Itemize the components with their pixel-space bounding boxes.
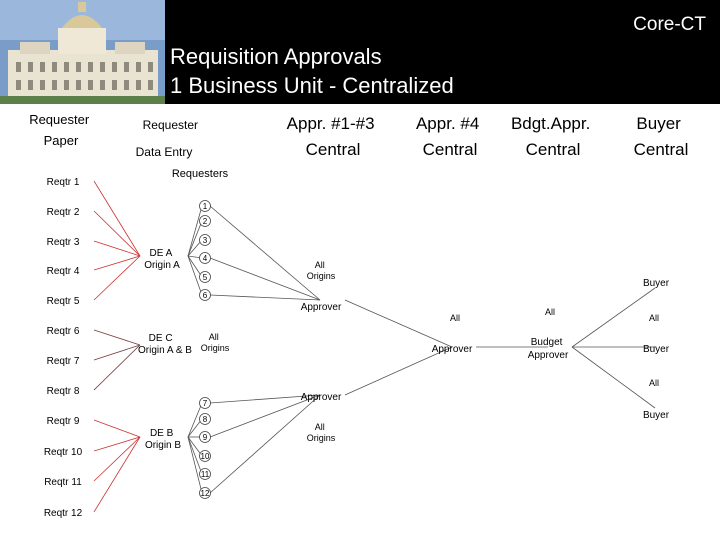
- requester-item: Reqtr 12: [44, 508, 83, 519]
- requester-item: Reqtr 7: [47, 356, 80, 367]
- column-header-budget-approver: Bdgt.Appr. Central: [511, 114, 595, 159]
- requesters-label: Requesters: [172, 168, 229, 180]
- approver-4-all: All: [450, 313, 460, 323]
- approver-top-all-origins: All Origins: [307, 260, 336, 281]
- page-title-line-2: 1 Business Unit - Centralized: [170, 73, 454, 98]
- origin-node: [199, 271, 211, 283]
- origin-node: [199, 289, 211, 301]
- requester-item: Reqtr 3: [47, 237, 80, 248]
- buyer-top: Buyer: [643, 278, 670, 289]
- column-header-buyer: Buyer Central: [634, 114, 689, 159]
- origin-node: [199, 234, 211, 246]
- origin-node: [199, 215, 211, 227]
- data-entry-b: DE B Origin B: [145, 428, 181, 451]
- approver-connectors: [209, 205, 656, 494]
- requester-item: Reqtr 6: [47, 326, 80, 337]
- origin-number: 1: [203, 202, 208, 211]
- requester-item: Reqtr 8: [47, 386, 80, 397]
- data-entry-a: DE A Origin A: [144, 248, 180, 271]
- requester-connector: [93, 436, 141, 482]
- origin-number: 11: [201, 470, 210, 479]
- origin-node: [199, 252, 211, 264]
- requester-connector: [93, 436, 141, 452]
- requester-item: Reqtr 9: [47, 416, 80, 427]
- requester-connector: [93, 255, 141, 271]
- requester-connectors: [93, 180, 141, 513]
- requester-connector-secondary: [93, 329, 141, 346]
- column-header-requester-entry: Requester Data Entry: [136, 118, 202, 159]
- budget-approver: Budget Approver: [528, 337, 569, 361]
- buyer-bottom: Buyer: [643, 410, 670, 421]
- requester-item: Reqtr 11: [44, 477, 82, 488]
- origin-number: 8: [203, 415, 208, 424]
- requester-item: Reqtr 5: [47, 296, 80, 307]
- requester-connector: [93, 255, 141, 301]
- data-entry-c-all-origins: All Origins: [201, 332, 230, 353]
- origin-number: 9: [203, 433, 208, 442]
- requester-connector: [93, 180, 141, 257]
- origin-number: 2: [203, 217, 208, 226]
- origin-number: 3: [203, 236, 208, 245]
- header-bar: Core-CT Requisition Approvals 1 Business…: [0, 0, 720, 104]
- capitol-building-image: [0, 0, 165, 104]
- data-entry-to-origin-connectors: [187, 205, 203, 494]
- requester-item: Reqtr 10: [44, 447, 83, 458]
- requester-connector: [93, 436, 141, 513]
- origin-number: 10: [201, 452, 210, 461]
- origin-node: [199, 450, 211, 462]
- data-entry-c: DE C Origin A & B: [138, 333, 192, 356]
- approver-bottom-all-origins: All Origins: [307, 422, 336, 443]
- column-header-appr-1-3: Appr. #1-#3 Central: [287, 114, 380, 159]
- requester-connector-secondary: [93, 344, 141, 361]
- origin-number: 5: [203, 273, 208, 282]
- requester-item: Reqtr 2: [47, 207, 80, 218]
- page-title-line-1: Requisition Approvals: [170, 44, 382, 69]
- origin-node: [199, 397, 211, 409]
- requester-connector: [93, 240, 141, 257]
- brand-label: Core-CT: [633, 14, 706, 35]
- buyer-all: All: [649, 313, 659, 323]
- requester-connector-secondary: [93, 344, 141, 391]
- origin-node: [199, 487, 211, 499]
- origin-number: 7: [203, 399, 208, 408]
- buyer-bottom-all: All: [649, 378, 659, 388]
- origin-node: [199, 413, 211, 425]
- page-title: Requisition Approvals 1 Business Unit - …: [170, 42, 454, 100]
- requester-list: Reqtr 1 Reqtr 2 Reqtr 3 Reqtr 4 Reqtr 5 Reqtr…: [44, 177, 83, 519]
- origin-number: 4: [203, 254, 208, 263]
- requester-item: Reqtr 4: [47, 266, 80, 277]
- requester-item: Reqtr 1: [47, 177, 80, 188]
- buyer-mid: Buyer: [643, 344, 670, 355]
- origin-node: [199, 200, 211, 212]
- origin-number: 12: [201, 489, 210, 498]
- budget-approver-all: All: [545, 307, 555, 317]
- column-header-requester-paper: Requester Paper: [29, 112, 93, 148]
- origin-number: 6: [203, 291, 208, 300]
- requester-connector: [93, 419, 141, 438]
- approver-4: Approver: [432, 344, 473, 355]
- origin-node: [199, 431, 211, 443]
- approver-top: Approver: [301, 302, 342, 313]
- origin-node: [199, 468, 211, 480]
- requester-connector: [93, 210, 141, 257]
- column-header-appr-4: Appr. #4 Central: [416, 114, 484, 159]
- approver-bottom: Approver: [301, 392, 342, 403]
